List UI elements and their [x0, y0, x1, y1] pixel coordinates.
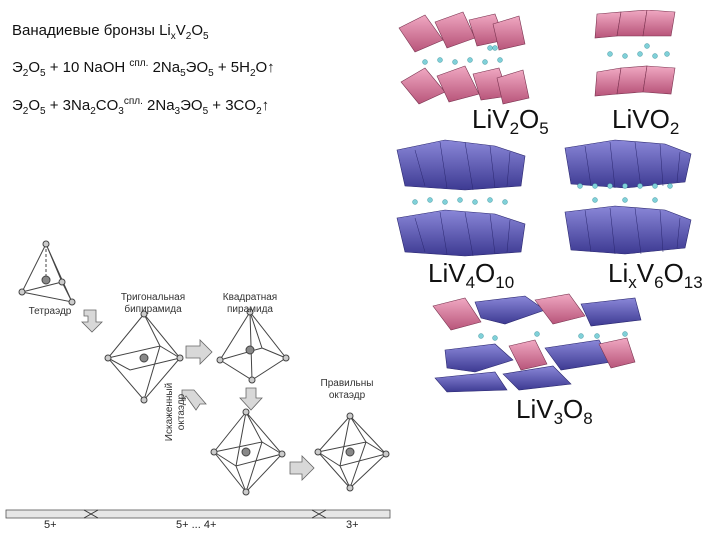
- label-liv2o5: LiV2O5: [472, 104, 549, 139]
- label-livo2: LiVO2: [612, 104, 680, 139]
- scale-label-3plus: 3+: [346, 519, 359, 531]
- arrow-icon: [81, 309, 315, 481]
- regular-octahedron-shape: [314, 412, 390, 492]
- liv4o10-structure: [396, 139, 526, 257]
- lixv6o13-structure: [564, 139, 692, 255]
- trigonal-bipyramid-shape: [104, 310, 184, 404]
- square-pyramid-shape: [216, 308, 290, 384]
- tetrahedron-shape: [18, 240, 76, 306]
- label-tetrahedron: Тетраэдр: [28, 306, 72, 317]
- liv3o8-structure: [432, 293, 642, 393]
- distorted-octahedron-shape: [210, 408, 286, 496]
- crystal-structures-figure: [396, 10, 692, 393]
- label-lixv6o13: LixV6O13: [608, 258, 703, 293]
- polyhedra-diagram: [5, 240, 391, 519]
- slide-title: Ванадиевые бронзы LixV2O5: [12, 22, 209, 42]
- scale-label-5to4: 5+ ... 4+: [176, 519, 217, 531]
- liv2o5-structure: [398, 11, 530, 105]
- livo2-structure: [594, 10, 676, 97]
- label-liv4o10: LiV4O10: [428, 258, 515, 293]
- scale-label-5plus: 5+: [44, 519, 57, 531]
- equation-2: Э2O5 + 3Na2CO3спл. 2Na3ЭO5 + 3CO2↑: [12, 96, 270, 117]
- label-liv3o8: LiV3O8: [516, 394, 593, 429]
- oxidation-scale-bar: [5, 509, 391, 519]
- equation-1: Э2O5 + 10 NaOH спл. 2Na5ЭO5 + 5H2O↑: [12, 58, 275, 79]
